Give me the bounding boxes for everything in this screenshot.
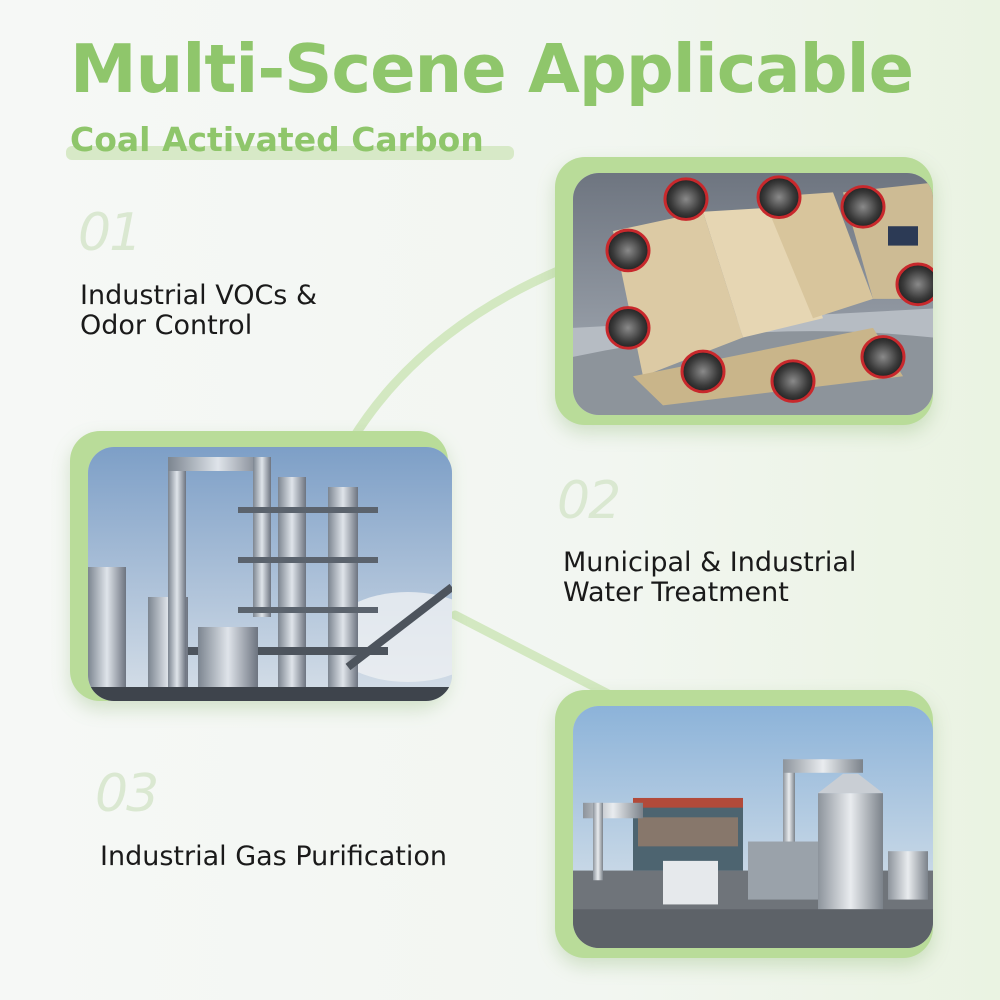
scene-label-line: Water Treatment <box>563 577 789 608</box>
scene-label-line: Industrial VOCs & <box>80 280 318 311</box>
car-interior-photo <box>573 173 933 415</box>
photo-frame-gas <box>555 690 933 958</box>
page-title: Multi-Scene Applicable <box>70 30 914 108</box>
scene-label-line: Municipal & Industrial <box>563 547 857 578</box>
scene-number-03: 03 <box>95 764 159 824</box>
photo-frame-car <box>555 157 933 425</box>
scene-label-line: Odor Control <box>80 310 253 341</box>
gas-purification-photo <box>573 706 933 948</box>
scene-label-02: Municipal & Industrial Water Treatment <box>563 548 856 608</box>
scene-number-01: 01 <box>78 203 142 263</box>
subtitle-block: Coal Activated Carbon <box>66 120 514 160</box>
photo-frame-plant <box>70 431 452 701</box>
scene-label-line: Industrial Gas Purification <box>100 841 447 872</box>
scene-number-02: 02 <box>557 471 621 531</box>
page-subtitle: Coal Activated Carbon <box>70 120 484 159</box>
scene-label-01: Industrial VOCs & Odor Control <box>80 281 317 341</box>
brush-underline <box>66 146 514 160</box>
industrial-plant-photo <box>88 447 452 701</box>
scene-label-03: Industrial Gas Purification <box>100 842 447 872</box>
